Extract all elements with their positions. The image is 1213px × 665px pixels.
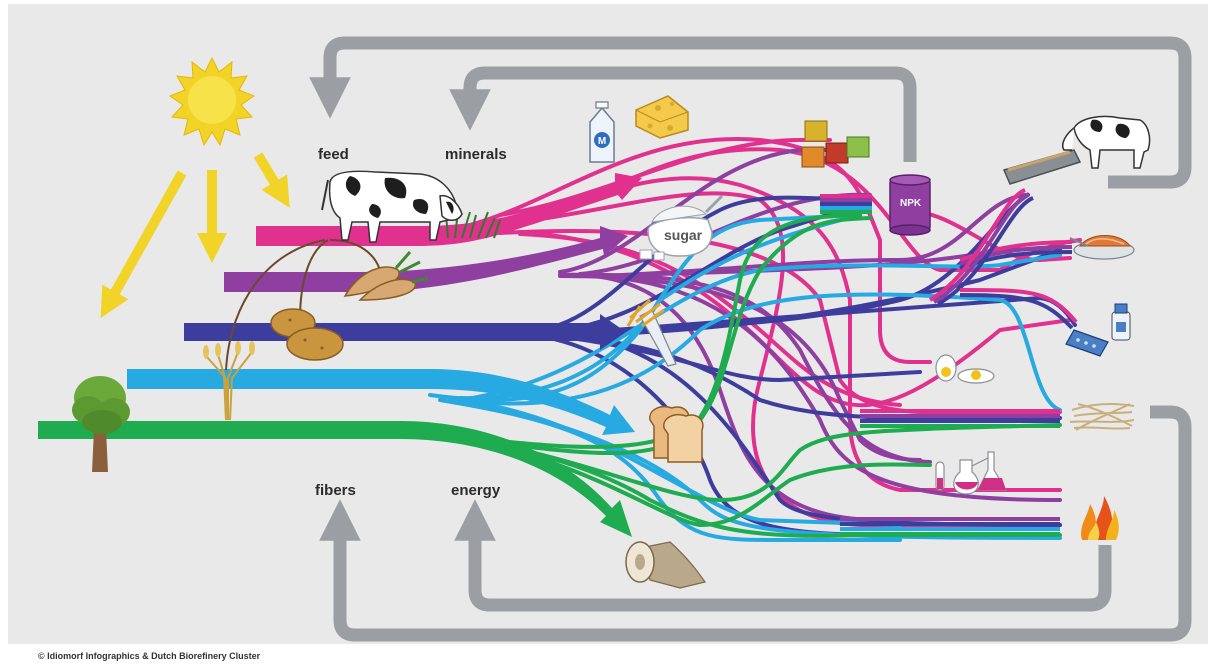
medicine-icon: [1065, 303, 1131, 357]
stream-wood: [38, 421, 632, 537]
cow-icon: [321, 170, 463, 243]
svg-text:M: M: [598, 136, 606, 147]
fire-icon: [1081, 496, 1119, 540]
label-feed: feed: [318, 146, 349, 163]
copyright-credit: © Idiomorf Infographics & Dutch Biorefin…: [38, 651, 261, 661]
line-bundle-fire: [840, 517, 1060, 536]
pasta-plate-icon: [1069, 235, 1135, 260]
line-bundle-npk: [820, 194, 872, 214]
sun-rays: [100, 152, 290, 319]
sugar-bowl-icon: [639, 194, 724, 261]
tree-icon: [72, 376, 130, 472]
return-loop-inner-minerals: [449, 66, 917, 162]
chemistry-flasks-icon: [935, 451, 1008, 495]
crop-stems: [225, 239, 381, 371]
bread-icon: [649, 406, 704, 463]
cheese-icon: [635, 95, 689, 139]
bouillon-cubes-icon: [801, 120, 870, 168]
outflow-to-medicine: [959, 288, 1078, 330]
stream-wheat: [127, 369, 635, 435]
beet-icon: [343, 251, 429, 301]
milk-carton-icon: M: [589, 101, 615, 163]
sun-icon: [168, 56, 256, 147]
egg-icon: [935, 354, 995, 384]
label-minerals: minerals: [445, 146, 507, 163]
label-sugar: sugar: [664, 227, 703, 243]
stream-grass: [256, 173, 642, 246]
grass-icon: [445, 209, 501, 239]
return-loop-inner-energy: [454, 499, 1112, 612]
label-fibers: fibers: [315, 482, 356, 499]
fries-icon: [626, 298, 677, 367]
toilet-roll-icon: [625, 541, 707, 589]
return-loop-outer-feed: [309, 36, 1192, 189]
line-bundle-fibers-out: [860, 409, 1060, 428]
straw-fibers-icon: [1069, 402, 1135, 431]
label-energy: energy: [451, 482, 501, 499]
npk-can-icon: [889, 174, 931, 236]
stream-beet: [224, 226, 628, 292]
outflow-to-feeder: [928, 188, 1034, 306]
return-loop-outer-fibers: [319, 405, 1192, 642]
wheat-icon: [203, 341, 255, 421]
label-npk: NPK: [900, 198, 922, 209]
potato-icon: [270, 308, 344, 361]
feeding-cow-icon: [1002, 115, 1151, 185]
